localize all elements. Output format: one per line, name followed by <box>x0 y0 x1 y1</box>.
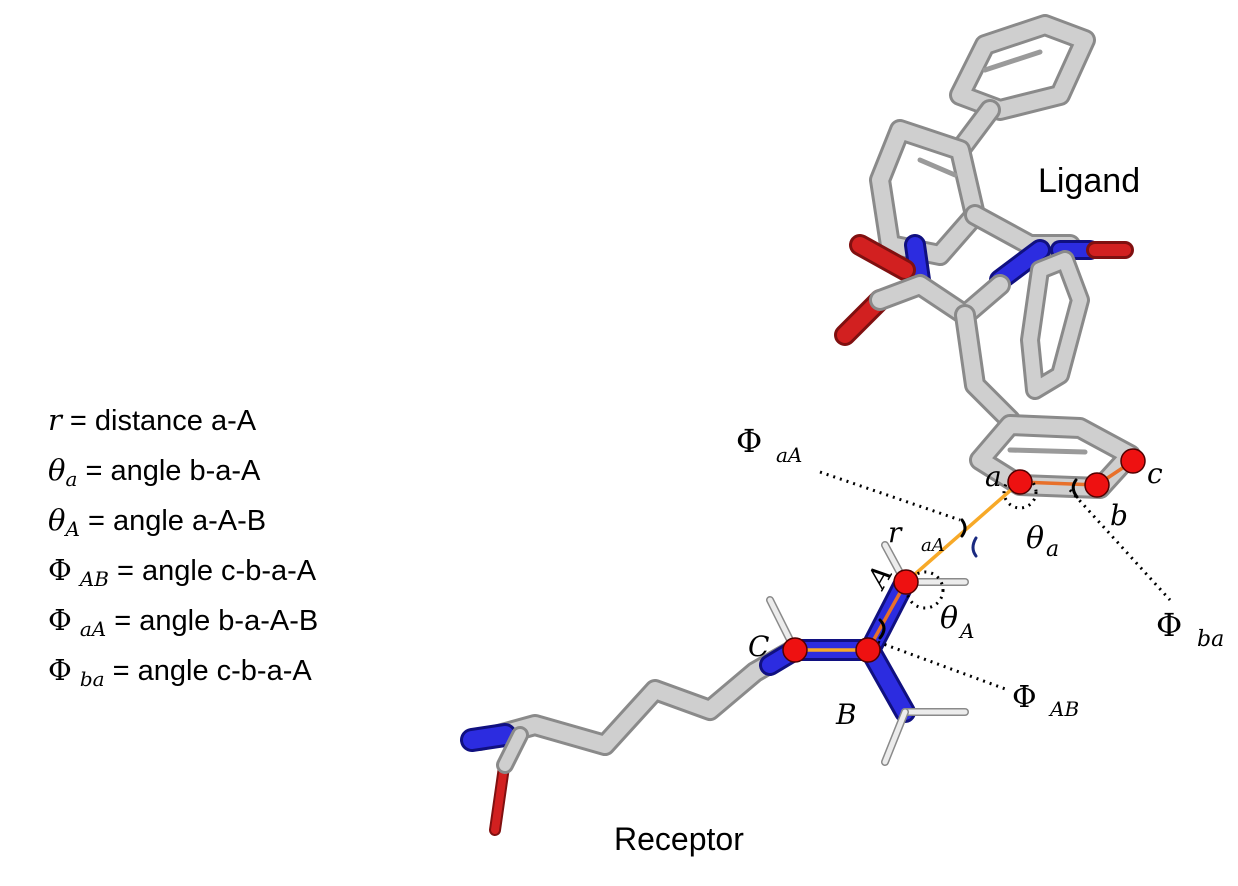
phi-aA-symbol: Φ <box>736 422 762 460</box>
text-labels: Ligand Receptor a b c A B C Φ aA Φ ba Φ … <box>614 162 1224 857</box>
ligand-side-ring <box>1020 250 1090 400</box>
legend-item-theta-a: θa = angle b-a-A <box>48 448 318 498</box>
legend: r = distance a-A θa = angle b-a-A θA = a… <box>48 398 318 698</box>
dihedral-mark-ba <box>1071 478 1079 499</box>
legend-sub: AB <box>79 567 109 591</box>
dihedral-mark-aA <box>960 518 967 538</box>
legend-text: = angle a-A-B <box>79 505 267 537</box>
legend-sub: ba <box>79 667 105 691</box>
phi-AB-sub: AB <box>1048 697 1079 721</box>
legend-text: = angle b-a-A <box>77 455 261 487</box>
legend-item-phi-AB: Φ AB = angle c-b-a-A <box>48 548 318 598</box>
marker-b <box>1084 472 1110 498</box>
label-theta-a: θ a <box>1026 521 1059 562</box>
theta-A-symbol: θ <box>940 601 958 636</box>
label-phi-AB: Φ AB <box>1012 680 1079 721</box>
atom-label-c: c <box>1147 457 1163 490</box>
legend-item-phi-aA: Φ aA = angle b-a-A-B <box>48 598 318 648</box>
ligand-top-ring <box>949 14 1096 121</box>
bond-a-b <box>1018 480 1099 487</box>
legend-text: = angle c-b-a-A <box>104 655 312 687</box>
dihedral-mark-aA-inner <box>971 536 978 558</box>
theta-a-symbol: θ <box>1026 521 1044 556</box>
bond-A-B <box>866 580 908 652</box>
label-r-aA: r aA <box>888 516 945 556</box>
dihedral-marks <box>878 478 1079 640</box>
theta-A-sub: A <box>958 619 974 643</box>
legend-item-theta-A: θA = angle a-A-B <box>48 498 318 548</box>
atom-label-a: a <box>985 460 1002 493</box>
legend-symbol: r <box>48 403 62 437</box>
legend-symbol: Φ <box>48 653 72 687</box>
atom-label-B: B <box>835 698 857 731</box>
phi-aA-sub: aA <box>776 443 802 467</box>
atom-label-C: C <box>748 630 769 663</box>
legend-symbol: θ <box>48 453 66 487</box>
legend-item-r: r = distance a-A <box>48 398 318 448</box>
legend-symbol: Φ <box>48 603 72 637</box>
r-aA-sub: aA <box>921 535 945 556</box>
marker-A <box>893 569 919 595</box>
dihedral-mark-AB <box>878 618 886 640</box>
legend-symbol: θ <box>48 503 66 537</box>
legend-sub: a <box>65 467 78 491</box>
phi-AB-symbol: Φ <box>1012 680 1037 715</box>
marker-c <box>1120 448 1146 474</box>
theta-a-sub: a <box>1046 537 1059 562</box>
legend-text: = angle c-b-a-A <box>108 555 317 587</box>
guide-phi-aA <box>819 470 961 522</box>
receptor-label: Receptor <box>614 821 744 857</box>
legend-text: = angle b-a-A-B <box>106 605 319 637</box>
legend-sub: aA <box>79 617 107 641</box>
atom-label-b: b <box>1110 499 1128 532</box>
legend-item-phi-ba: Φ ba = angle c-b-a-A <box>48 648 318 698</box>
ligand-structure <box>834 14 1141 499</box>
atom-markers <box>782 448 1146 663</box>
r-aA-symbol: r <box>888 516 903 549</box>
ligand-label: Ligand <box>1038 162 1140 200</box>
label-phi-aA: Φ aA <box>736 422 802 467</box>
label-phi-ba: Φ ba <box>1156 606 1224 652</box>
arc-theta-a <box>1002 474 1038 510</box>
ligand-middle-ring <box>869 119 986 266</box>
phi-ba-sub: ba <box>1197 627 1224 652</box>
legend-sub: A <box>65 517 80 541</box>
marker-a <box>1007 469 1033 495</box>
marker-C <box>782 637 808 663</box>
marker-B <box>855 637 881 663</box>
phi-ba-symbol: Φ <box>1156 606 1182 644</box>
legend-text: = distance a-A <box>61 405 257 437</box>
label-theta-A: θ A <box>940 601 974 643</box>
legend-symbol: Φ <box>48 553 72 587</box>
